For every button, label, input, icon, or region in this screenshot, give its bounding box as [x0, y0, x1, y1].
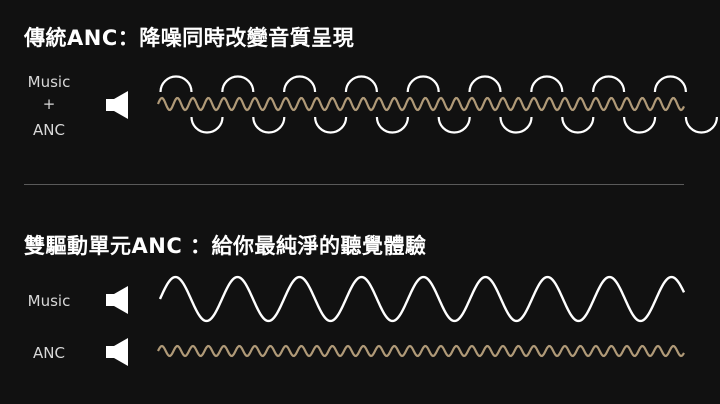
heading-dual-driver-anc: 雙驅動單元ANC ：給你最純淨的聽覺體驗 [24, 234, 427, 258]
music-arc-down [684, 116, 718, 134]
music-arc-down [314, 116, 348, 134]
music-arc-down [499, 116, 533, 134]
music-arc-up [530, 75, 564, 93]
heading-traditional-anc: 傳統ANC：降噪同時改變音質呈現 [24, 26, 355, 50]
anc-wave-dual [157, 344, 685, 358]
music-arc-down [252, 116, 286, 134]
label-music-bottom: Music [27, 292, 71, 310]
music-arc-down [623, 116, 657, 134]
music-arc-up [283, 75, 317, 93]
music-arc-down [375, 116, 409, 134]
speaker-icon [106, 91, 128, 119]
music-wave-dual [158, 275, 686, 323]
music-arc-up [592, 75, 626, 93]
music-arc-down [561, 116, 595, 134]
anc-wave-traditional [156, 96, 685, 112]
music-arc-up [344, 75, 378, 93]
music-arc-up [159, 75, 193, 93]
label-anc-top: ANC [33, 121, 65, 139]
label-plus: + [42, 95, 56, 113]
music-arc-up [468, 75, 502, 93]
label-anc-bottom: ANC [33, 344, 65, 362]
label-music-top: Music [27, 73, 71, 91]
music-wave-arcs-traditional [159, 75, 718, 134]
music-arc-up [221, 75, 255, 93]
music-arc-down [190, 116, 224, 134]
music-arc-down [437, 116, 471, 134]
music-arc-up [406, 75, 440, 93]
section-divider [24, 184, 684, 185]
speaker-icon [106, 338, 128, 366]
music-arc-up [653, 75, 687, 93]
speaker-icon [106, 286, 128, 314]
